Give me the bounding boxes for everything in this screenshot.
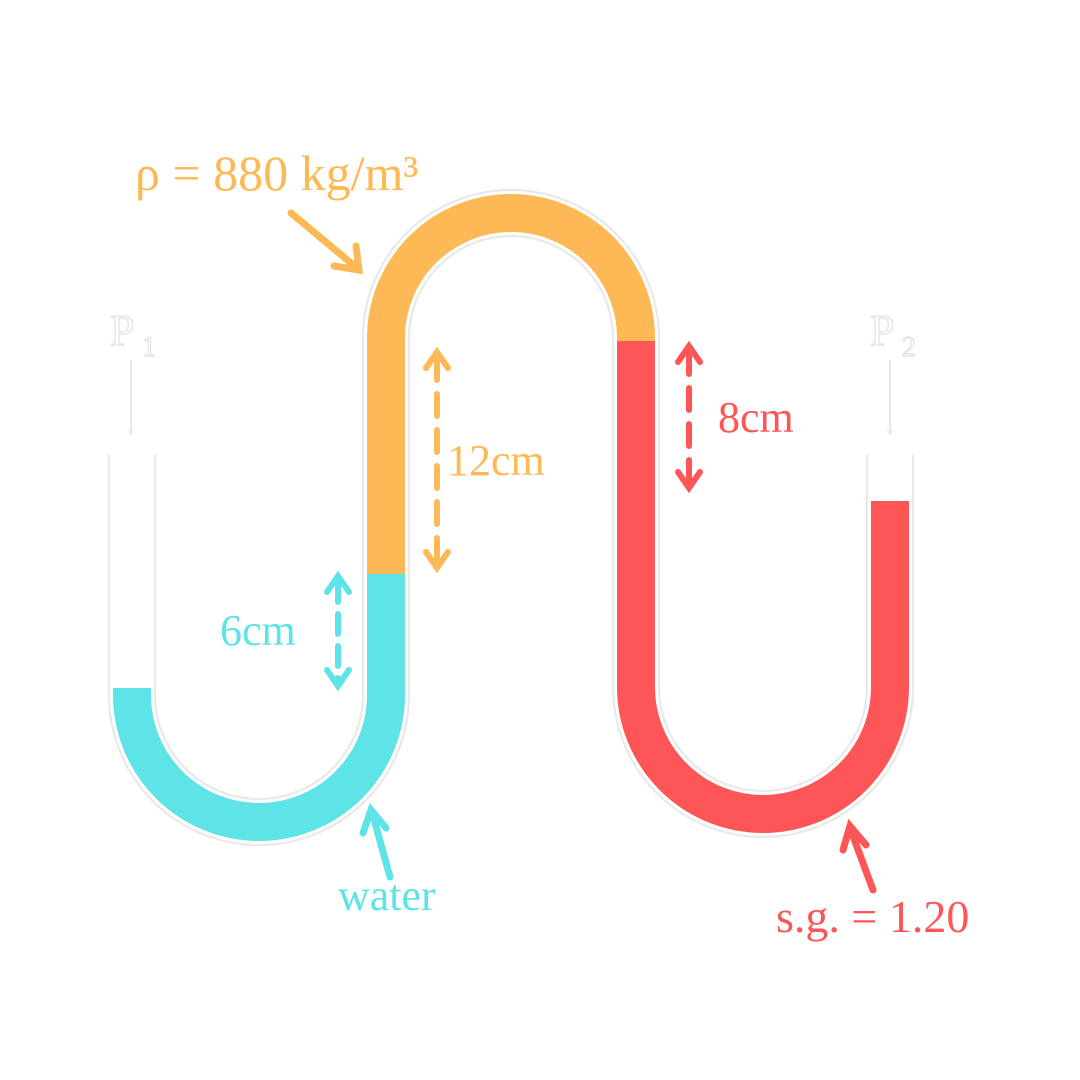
dim-8cm-dashed-double-arrow-icon — [675, 340, 703, 494]
dim-6cm-dashed-double-arrow-icon — [324, 570, 352, 692]
red-fluid — [617, 341, 909, 833]
oil-pointer-arrow-icon — [287, 209, 364, 275]
dimension-6cm: 6cm — [220, 570, 352, 692]
water-callout: water — [338, 803, 436, 920]
water-label: water — [338, 871, 436, 920]
oil-fluid — [367, 194, 655, 574]
pressure-p1-subscript: 1 — [142, 332, 156, 363]
sg-pointer-arrow-icon — [839, 818, 877, 894]
dimension-12cm: 12cm — [423, 346, 545, 574]
dimension-8cm: 8cm — [675, 340, 794, 494]
dim-6cm-label: 6cm — [220, 606, 296, 655]
pressure-p2-symbol: P — [870, 306, 894, 355]
tube-outer-wall — [107, 234, 915, 847]
pressure-p1: P 1 — [109, 305, 157, 434]
dim-12cm-label: 12cm — [447, 436, 545, 485]
water-fluid — [113, 573, 405, 841]
pressure-p2-subscript: 2 — [902, 332, 916, 363]
oil-density-callout: ρ = 880 kg/m³ — [135, 145, 418, 275]
tube-inner-wall — [153, 188, 869, 801]
pressure-p2: P 2 — [869, 305, 917, 434]
water-pointer-arrow-icon — [359, 803, 394, 881]
dim-12cm-dashed-double-arrow-icon — [423, 346, 451, 574]
specific-gravity-label: s.g. = 1.20 — [776, 891, 969, 942]
pressure-p1-symbol: P — [110, 306, 134, 355]
sg-callout: s.g. = 1.20 — [776, 818, 969, 942]
dim-8cm-label: 8cm — [718, 393, 794, 442]
oil-density-label: ρ = 880 kg/m³ — [135, 145, 418, 201]
